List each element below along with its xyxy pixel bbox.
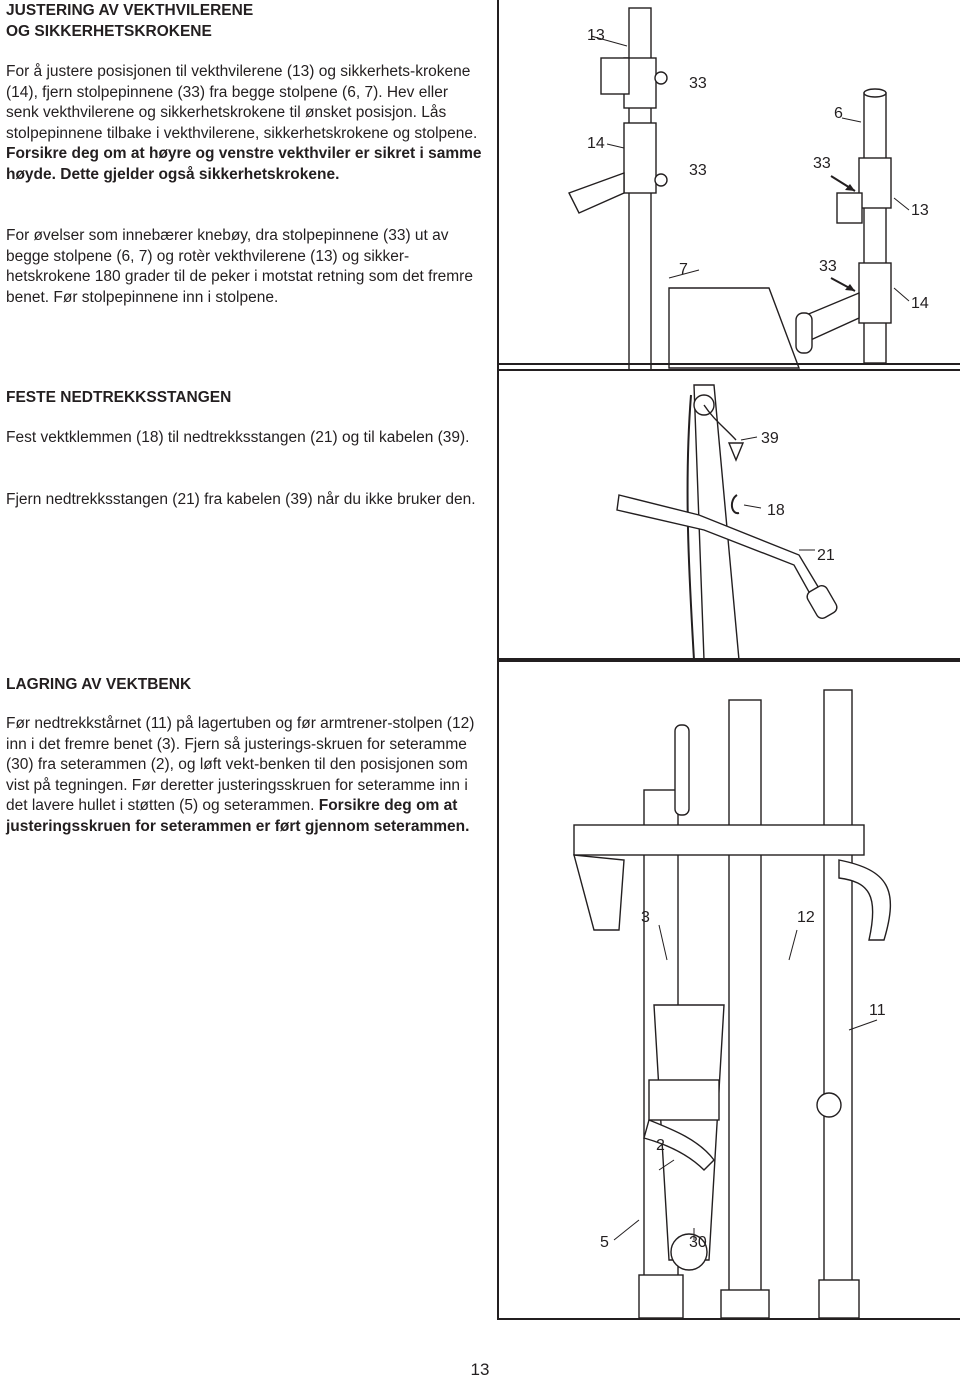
label-33-lower: 33 bbox=[819, 258, 837, 275]
label-6: 6 bbox=[834, 105, 843, 122]
paragraph-text: Fjern nedtrekksstangen (21) fra kabelen … bbox=[6, 491, 476, 508]
label-11: 11 bbox=[869, 1002, 886, 1019]
paragraph-text: Før nedtrekkstårnet (11) på lagertuben o… bbox=[6, 715, 475, 814]
seat-frame-2 bbox=[653, 1004, 725, 1261]
figure-lat-bar: 39 18 21 bbox=[497, 363, 960, 662]
paragraph-squats: For øvelser som innebærer knebøy, dra st… bbox=[6, 226, 484, 308]
label-3: 3 bbox=[641, 909, 650, 926]
cable-39 bbox=[686, 394, 695, 660]
cable-end bbox=[727, 442, 745, 462]
arm-post-12 bbox=[823, 689, 853, 1311]
safety-hook-14-right bbox=[858, 262, 892, 324]
paragraph-attach-bar: Fest vektklemmen (18) til nedtrekksstang… bbox=[6, 428, 484, 449]
label-13-upper: 13 bbox=[587, 27, 605, 44]
label-5: 5 bbox=[600, 1234, 609, 1251]
leg-foot bbox=[638, 1274, 684, 1318]
post-foot bbox=[818, 1279, 860, 1318]
paragraph-warning: Forsikre deg om at høyre og venstre vekt… bbox=[6, 145, 482, 183]
paragraph-warning: Forsikre deg om at justeringsskruen for … bbox=[6, 797, 470, 835]
label-14-right: 14 bbox=[911, 295, 929, 312]
label-30: 30 bbox=[689, 1234, 707, 1251]
label-2: 2 bbox=[656, 1137, 665, 1154]
figure-weight-rests: 13 33 14 33 6 33 13 7 33 14 bbox=[497, 0, 960, 371]
section-title-lat-bar: FESTE NEDTREKKSSTANGEN bbox=[6, 389, 232, 406]
paragraph-text: Fest vektklemmen (18) til nedtrekksstang… bbox=[6, 429, 470, 446]
section-title-weight-rests: JUSTERING AV VEKTHVILERENE OG SIKKERHETS… bbox=[6, 0, 253, 42]
figure-storage: 3 12 11 2 5 30 bbox=[497, 658, 960, 1320]
arm-pad bbox=[838, 859, 892, 941]
pin-33-a bbox=[654, 71, 668, 85]
bench-base bbox=[668, 287, 801, 369]
storage-diagram: 3 12 11 2 5 30 bbox=[573, 689, 892, 1318]
paragraph-remove-bar: Fjern nedtrekksstangen (21) fra kabelen … bbox=[6, 490, 484, 511]
leg-roller bbox=[573, 854, 625, 931]
weight-rest-13-right bbox=[858, 157, 892, 209]
page-number: 13 bbox=[470, 1360, 490, 1379]
paragraph-text: For øvelser som innebærer knebøy, dra st… bbox=[6, 227, 473, 306]
seat-bracket bbox=[648, 1079, 720, 1121]
safety-hook-14-left bbox=[623, 122, 657, 194]
support-5 bbox=[643, 1119, 715, 1171]
safety-cap bbox=[795, 312, 813, 354]
weight-rests-diagram: 13 33 14 33 6 33 13 7 33 14 bbox=[568, 7, 929, 369]
clamp-18 bbox=[731, 494, 740, 515]
label-33-middle: 33 bbox=[689, 162, 707, 179]
pin-33-b bbox=[654, 173, 668, 187]
tower-11 bbox=[728, 699, 762, 1311]
storage-horn bbox=[674, 724, 690, 816]
label-12: 12 bbox=[797, 909, 815, 926]
label-13-right: 13 bbox=[911, 202, 929, 219]
tower-foot bbox=[720, 1289, 770, 1318]
label-39: 39 bbox=[761, 430, 779, 447]
label-14-left: 14 bbox=[587, 135, 605, 152]
paragraph-storage: Før nedtrekkstårnet (11) på lagertuben o… bbox=[6, 714, 484, 837]
weight-rest-hook-left bbox=[600, 57, 630, 95]
pivot bbox=[816, 1092, 842, 1118]
lat-bar-diagram: 39 18 21 bbox=[616, 384, 838, 660]
safety-arm-left bbox=[568, 172, 625, 214]
paragraph-adjust-rests: For å justere posisjonen til vekthvilere… bbox=[6, 62, 484, 185]
weight-rest-hook-right bbox=[836, 192, 863, 224]
label-18: 18 bbox=[767, 502, 785, 519]
bar-grip bbox=[806, 585, 838, 619]
label-21: 21 bbox=[817, 547, 835, 564]
label-33-right: 33 bbox=[813, 155, 831, 172]
title-line-1: JUSTERING AV VEKTHVILERENE bbox=[6, 2, 254, 19]
section-title-storage: LAGRING AV VEKTBENK bbox=[6, 676, 192, 693]
crossbar bbox=[573, 824, 865, 856]
label-7: 7 bbox=[679, 261, 688, 278]
title-line-2: OG SIKKERHETSKROKENE bbox=[6, 23, 212, 40]
paragraph-text: For å justere posisjonen til vekthvilere… bbox=[6, 63, 478, 142]
adjust-knob-30 bbox=[670, 1233, 708, 1271]
label-33-upper: 33 bbox=[689, 75, 707, 92]
